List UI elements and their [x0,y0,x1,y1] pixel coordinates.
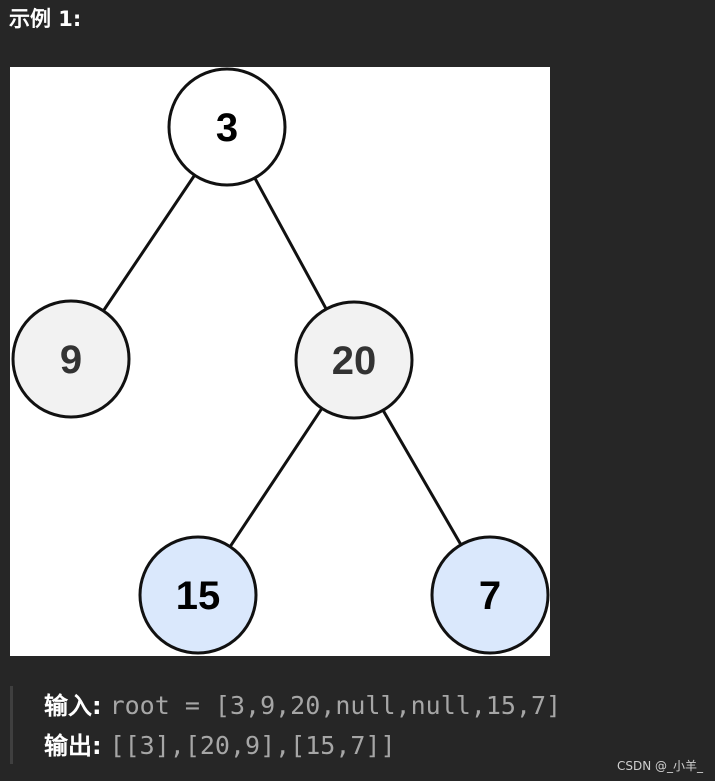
tree-node-circle-9 [11,299,131,419]
tree-node-circle-7 [430,535,550,655]
tree-edge-3-9 [102,174,196,312]
output-line: 输出: [[3],[20,9],[15,7]] [44,729,396,763]
input-value: root = [3,9,20,null,null,15,7] [109,691,562,720]
tree-node-circle-20 [294,300,414,420]
tree-node-20: 20 [294,300,414,420]
tree-node-7: 7 [430,535,550,655]
binary-tree-svg: 3 9 20 15 7 [11,67,550,655]
tree-node-15: 15 [138,535,258,655]
csdn-watermark: CSDN @_小羊_ [616,759,703,773]
input-line: 输入: root = [3,9,20,null,null,15,7] [44,689,561,723]
tree-node-label-9: 9 [60,338,82,382]
tree-edge-3-20 [253,177,328,310]
tree-edge-20-15 [228,407,324,548]
tree-node-9: 9 [11,299,131,419]
tree-node-label-3: 3 [216,106,238,150]
input-label: 输入: [44,692,102,720]
tree-node-label-15: 15 [176,574,221,618]
tree-node-label-7: 7 [479,574,501,618]
tree-node-circle-15 [138,535,258,655]
tree-node-3: 3 [167,67,287,187]
tree-node-label-20: 20 [332,339,377,383]
example-io-block: 输入: root = [3,9,20,null,null,15,7] 输出: [… [10,686,703,764]
binary-tree-figure: 3 9 20 15 7 [10,67,550,656]
output-label: 输出: [44,732,102,760]
output-value: [[3],[20,9],[15,7]] [109,731,396,760]
tree-edge-20-7 [381,409,463,546]
tree-node-circle-3 [167,67,287,187]
example-heading: 示例 1: [9,7,82,31]
